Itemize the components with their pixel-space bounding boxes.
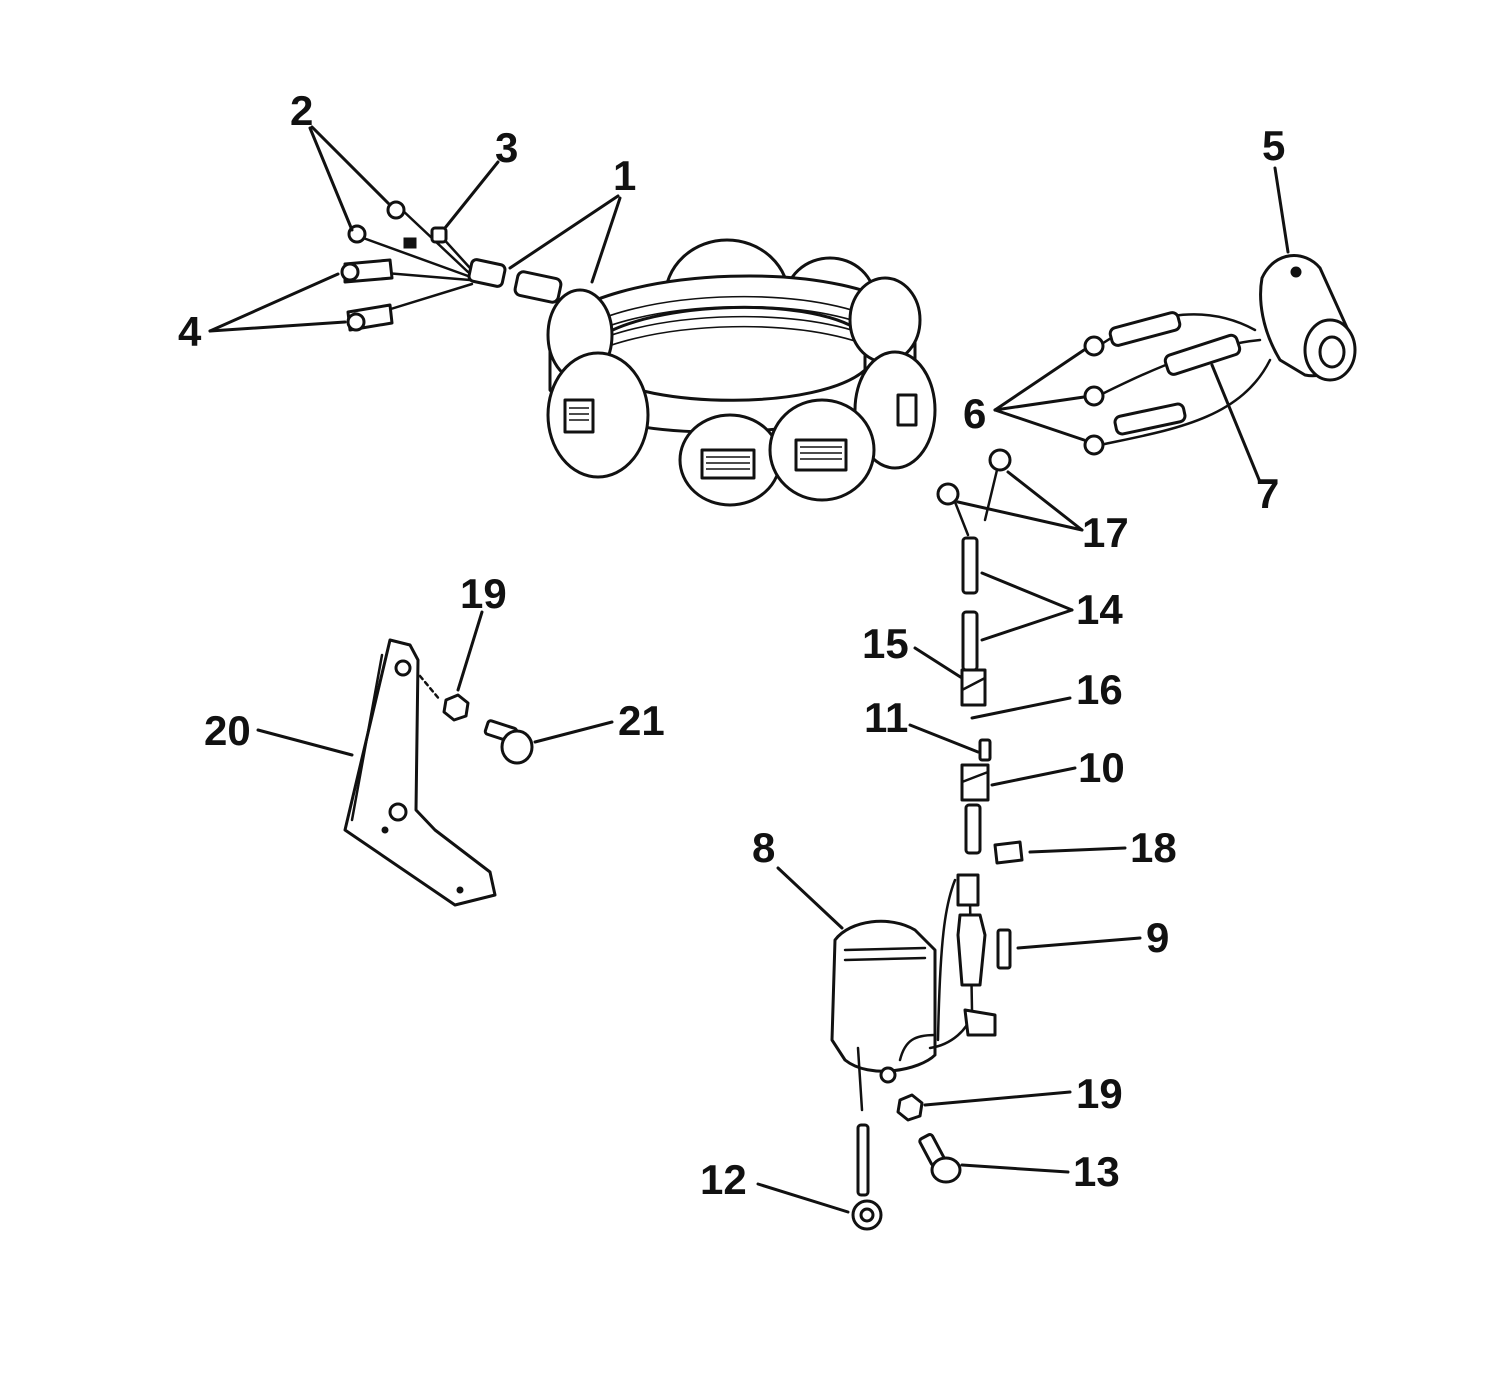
callout-19-lower: 19 — [1076, 1070, 1123, 1117]
callout-6: 6 — [963, 390, 986, 437]
callout-labels: 2 3 1 4 5 6 7 17 14 15 16 11 10 18 9 8 1… — [178, 87, 1285, 1203]
callout-14: 14 — [1076, 586, 1123, 633]
callout-8: 8 — [752, 824, 775, 871]
stator-assembly — [340, 200, 937, 507]
leader-lines — [208, 125, 1290, 1214]
callout-1: 1 — [613, 152, 636, 199]
callout-9: 9 — [1146, 914, 1169, 961]
callout-7: 7 — [1256, 470, 1279, 517]
mounting-bracket-assembly — [343, 638, 534, 907]
callout-5: 5 — [1262, 122, 1285, 169]
callout-20: 20 — [204, 707, 251, 754]
callout-15: 15 — [862, 620, 909, 667]
callout-21: 21 — [618, 697, 665, 744]
callout-3: 3 — [495, 124, 518, 171]
callout-13: 13 — [1073, 1148, 1120, 1195]
lead-connector-stack — [936, 448, 1024, 970]
trigger-housing-assembly — [1083, 254, 1357, 456]
callout-19-upper: 19 — [460, 570, 507, 617]
callout-11: 11 — [864, 694, 908, 741]
power-pack — [830, 873, 997, 1231]
callout-12: 12 — [700, 1156, 747, 1203]
callout-18: 18 — [1130, 824, 1177, 871]
callout-16: 16 — [1076, 666, 1123, 713]
callout-17: 17 — [1082, 509, 1129, 556]
callout-4: 4 — [178, 308, 202, 355]
callout-2: 2 — [290, 87, 313, 134]
callout-10: 10 — [1078, 744, 1125, 791]
